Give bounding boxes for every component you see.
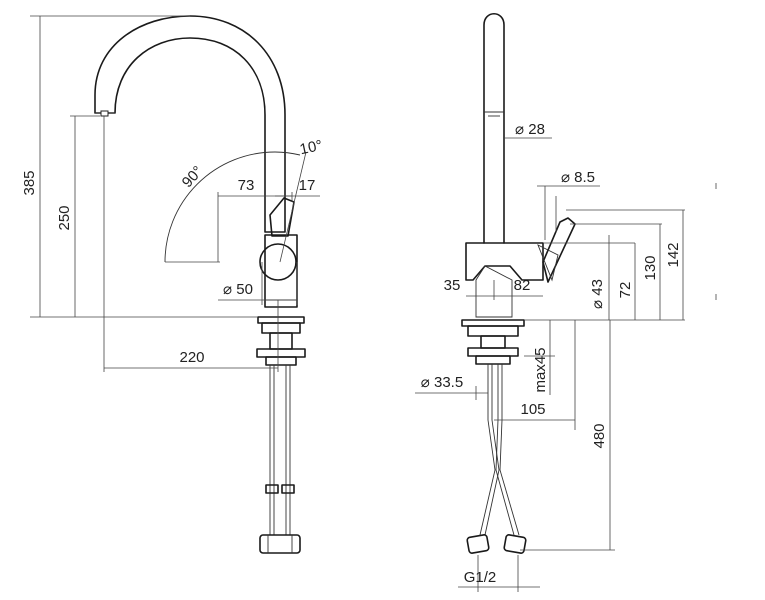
swing-arc-10 xyxy=(274,151,301,156)
aerator xyxy=(100,110,109,117)
dim-17-label: 17 xyxy=(299,177,316,194)
dim-385-label: 385 xyxy=(21,170,38,195)
dim-50-label: ⌀ 50 xyxy=(223,281,253,298)
side-hose-ferrule-l xyxy=(265,484,279,494)
side-nut-2 xyxy=(265,356,297,366)
dim-max45-label: max45 xyxy=(532,347,549,392)
front-view: ⌀ 28 ⌀ 8.5 35 82 ⌀ 43 72 130 142 ⌀ 33.5 … xyxy=(415,12,717,592)
side-base-plate xyxy=(257,316,305,324)
front-gasket xyxy=(467,325,519,337)
dim-90-label: 90° xyxy=(179,163,207,191)
dim-35-label: 35 xyxy=(444,277,461,294)
dim-130-label: 130 xyxy=(642,255,659,280)
side-hose-ferrule-r xyxy=(281,484,295,494)
front-base-plate xyxy=(461,319,525,327)
front-hose-right xyxy=(495,364,515,536)
front-shank xyxy=(480,335,506,349)
front-nut-2 xyxy=(475,355,511,365)
side-hose-nuts xyxy=(259,534,301,554)
front-hose-left xyxy=(479,364,496,536)
dim-28-label: ⌀ 28 xyxy=(515,121,545,138)
side-lever xyxy=(269,197,295,237)
dim-250-label: 250 xyxy=(56,205,73,230)
side-view: 385 250 220 90° 10° 73 17 ⌀ 50 xyxy=(21,15,324,554)
front-hose-nut-left xyxy=(466,534,490,554)
front-hose-nut-right xyxy=(503,534,527,554)
front-spout xyxy=(483,12,505,244)
dim-480-label: 480 xyxy=(591,423,608,448)
front-lever-shade xyxy=(537,244,559,282)
front-body xyxy=(465,242,544,281)
swing-arc-90 xyxy=(164,151,276,263)
dim-82-label: 82 xyxy=(514,277,531,294)
lever-tilt-line xyxy=(279,151,307,263)
dim-43-label: ⌀ 43 xyxy=(589,279,606,309)
side-nut xyxy=(256,348,306,358)
front-nut xyxy=(467,347,519,357)
dim-220-label: 220 xyxy=(179,349,204,366)
front-hose-left-b xyxy=(484,364,500,536)
dim-105-label: 105 xyxy=(520,401,545,418)
side-cartridge-circle xyxy=(259,243,297,281)
dim-33-5-label: ⌀ 33.5 xyxy=(421,374,463,391)
dim-72-label: 72 xyxy=(617,282,634,299)
dim-73-label: 73 xyxy=(238,177,255,194)
front-body-neck xyxy=(475,265,513,318)
dim-8-5-label: ⌀ 8.5 xyxy=(561,169,595,186)
side-shank xyxy=(269,332,293,350)
front-lever xyxy=(542,217,576,283)
dim-142-label: 142 xyxy=(665,242,682,267)
front-hose-right-b xyxy=(499,364,520,536)
dim-10-label: 10° xyxy=(298,137,324,158)
side-spout xyxy=(94,15,286,233)
side-gasket xyxy=(261,322,301,334)
dim-g12-label: G1/2 xyxy=(464,569,497,586)
